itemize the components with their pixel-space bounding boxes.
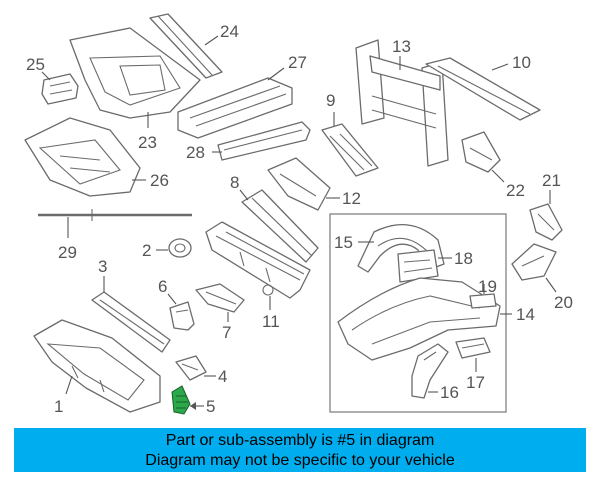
part-10: 10: [425, 53, 541, 121]
part-9: 9: [321, 91, 379, 177]
callout-15: 15: [334, 233, 353, 252]
part-1: 1: [33, 319, 161, 416]
callout-26: 26: [150, 171, 169, 190]
callout-20: 20: [554, 293, 573, 312]
part-23: 23: [69, 27, 201, 152]
callout-21: 21: [542, 171, 561, 190]
part-27: 27: [177, 53, 307, 139]
callout-7: 7: [222, 323, 231, 342]
callout-16: 16: [440, 383, 459, 402]
inset-box: [329, 213, 507, 413]
parts-diagram: 24 23 25 26 29 27: [24, 13, 573, 416]
callout-5: 5: [206, 397, 215, 416]
callout-14: 14: [516, 305, 535, 324]
part-16: 16: [411, 343, 459, 402]
part-25: 25: [26, 55, 79, 105]
callout-9: 9: [326, 91, 335, 110]
part-17: 17: [455, 337, 491, 392]
callout-29: 29: [58, 243, 77, 262]
callout-17: 17: [466, 373, 485, 392]
callout-28: 28: [186, 143, 205, 162]
part-4: 4: [175, 355, 227, 386]
callout-12: 12: [342, 189, 361, 208]
callout-22: 22: [506, 181, 525, 200]
part-11: 11: [205, 221, 311, 331]
part-6: 6: [158, 277, 195, 331]
part-12: 12: [267, 157, 361, 211]
callout-13: 13: [392, 37, 411, 56]
callout-23: 23: [138, 133, 157, 152]
banner-line-1: Part or sub-assembly is #5 in diagram: [165, 432, 435, 449]
part-19: 19: [469, 277, 497, 309]
callout-2: 2: [142, 241, 151, 260]
banner-line-2: Diagram may not be specific to your vehi…: [145, 452, 455, 469]
callout-24: 24: [220, 22, 239, 41]
part-20: 20: [511, 243, 573, 312]
callout-6: 6: [158, 277, 167, 296]
callout-1: 1: [54, 397, 63, 416]
part-24: 24: [149, 13, 239, 79]
part-2: 2: [142, 238, 192, 260]
part-18: 18: [397, 249, 473, 283]
callout-4: 4: [218, 367, 227, 386]
part-13: 13: [355, 37, 449, 167]
callout-19: 19: [478, 277, 497, 296]
part-22: 22: [461, 131, 525, 200]
part-29: 29: [38, 209, 192, 262]
callout-18: 18: [454, 249, 473, 268]
callout-25: 25: [26, 55, 45, 74]
part-28: 28: [186, 121, 311, 162]
part-14: 14: [337, 277, 535, 361]
part-26: 26: [24, 117, 169, 197]
callout-8: 8: [230, 173, 239, 192]
callout-11: 11: [262, 312, 280, 331]
part-21: 21: [529, 171, 563, 241]
info-banner: Part or sub-assembly is #5 in diagram Di…: [14, 428, 586, 472]
part-8: 8: [230, 173, 319, 263]
part-7: 7: [195, 283, 245, 342]
callout-10: 10: [512, 53, 531, 72]
callout-3: 3: [98, 257, 107, 276]
part-5-highlighted[interactable]: 5: [171, 385, 215, 416]
callout-27: 27: [288, 53, 307, 72]
part-3: 3: [91, 257, 171, 353]
